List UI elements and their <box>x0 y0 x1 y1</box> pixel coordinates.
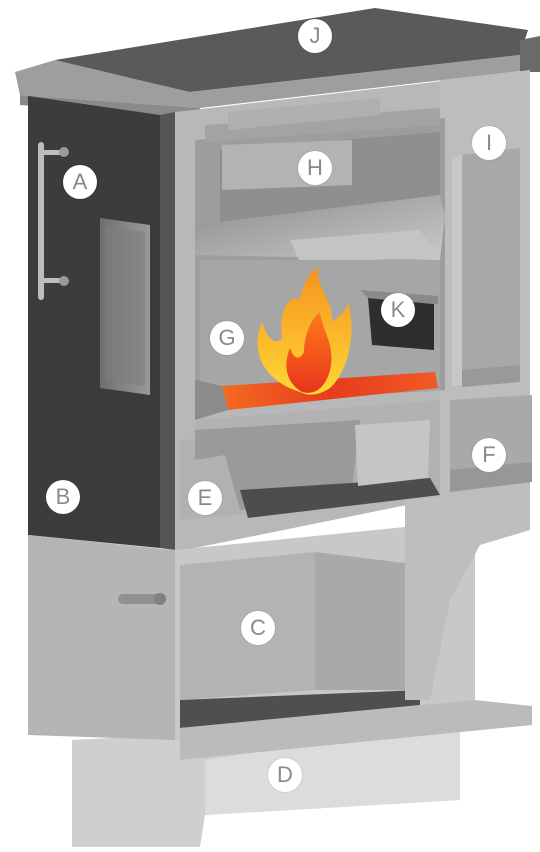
label-c: C <box>241 611 275 645</box>
label-k: K <box>381 293 415 327</box>
label-e: E <box>188 481 222 515</box>
door-panel <box>28 96 175 550</box>
label-d: D <box>268 758 302 792</box>
label-i: I <box>472 126 506 160</box>
label-j: J <box>298 19 332 53</box>
label-g: G <box>210 321 244 355</box>
label-h: H <box>298 151 332 185</box>
label-a: A <box>63 165 97 199</box>
label-f: F <box>472 438 506 472</box>
label-b: B <box>46 480 80 514</box>
